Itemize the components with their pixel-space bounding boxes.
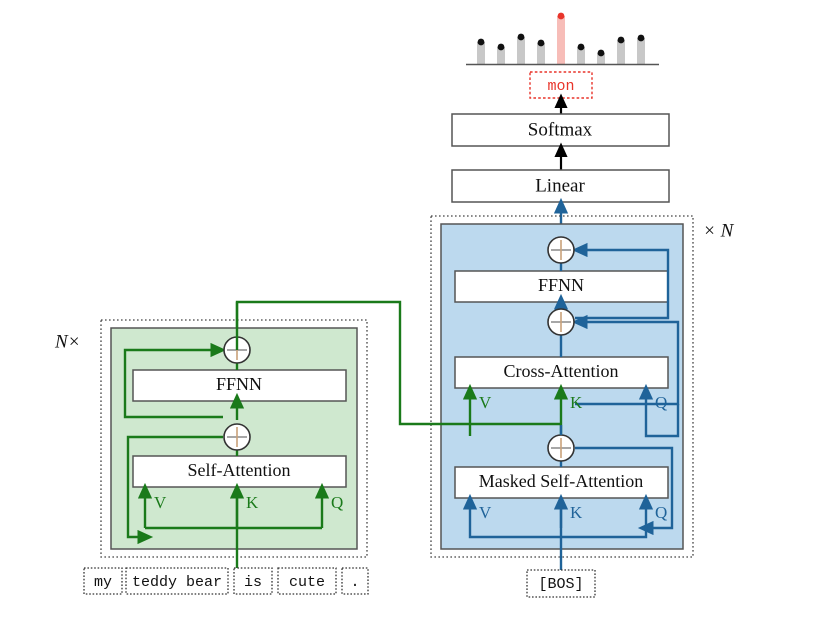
output-distribution-plot [466, 12, 659, 66]
masked-v-label: V [479, 503, 492, 522]
softmax-box [451, 113, 670, 147]
token-box[interactable] [341, 567, 369, 595]
stem-dot [577, 43, 585, 51]
token-bos[interactable]: [BOS] [526, 569, 596, 598]
stem-bar [477, 42, 485, 64]
encoder-v-label: V [154, 493, 167, 512]
cross-v-label: V [479, 393, 492, 412]
encoder-q-label: Q [331, 493, 343, 512]
decoder-residual-ffnn [571, 242, 670, 320]
decoder-repeat-label: × N [703, 220, 735, 241]
token-label: . [350, 574, 359, 591]
decoder-ffnn-label: FFNN [538, 275, 584, 295]
stem-bar [597, 53, 605, 64]
encoder-dotted-box [100, 319, 368, 558]
encoder-ffnn-label: FFNN [216, 374, 262, 394]
decoder-input-tokens: [BOS] [526, 569, 596, 598]
token-my[interactable]: my [83, 567, 123, 595]
decoder-cross-attention-label: Cross-Attention [504, 361, 619, 381]
stem-bars [477, 16, 645, 64]
decoder-add-bottom [547, 434, 575, 462]
token-box[interactable] [83, 567, 123, 595]
token-cute[interactable]: cute [277, 567, 337, 595]
stem-dot [637, 34, 645, 42]
decoder-dotted-box [430, 215, 694, 558]
decoder-masked-label: Masked Self-Attention [479, 471, 643, 491]
stem-dot [497, 43, 505, 51]
token-box[interactable] [125, 567, 229, 595]
linear-label: Linear [535, 175, 585, 196]
masked-k-label: K [570, 503, 583, 522]
token-box[interactable] [233, 567, 273, 595]
cross-q-label: Q [655, 393, 667, 412]
token-label: my [94, 574, 112, 591]
token-period[interactable]: . [341, 567, 369, 595]
encoder-self-attention-block: Self-Attention [132, 455, 347, 488]
masked-q-label: Q [655, 503, 667, 522]
stem-dot [537, 39, 545, 47]
stem-bar-selected [557, 16, 565, 64]
masked-qkv-bus [468, 528, 648, 539]
encoder-repeat-label: N× [54, 331, 81, 352]
token-box[interactable] [526, 569, 596, 598]
decoder-dotted-container [430, 215, 694, 558]
token-box[interactable] [277, 567, 337, 595]
decoder-ffnn-block: FFNN [454, 270, 669, 303]
stem-bar [577, 47, 585, 64]
linear-box [451, 169, 670, 203]
encoder-residual-selfattn [126, 435, 223, 545]
stem-bar [497, 47, 505, 64]
stem-dot [597, 49, 605, 57]
encoder-dotted-container [100, 319, 368, 558]
stem-dot-selected [557, 12, 565, 20]
decoder-masked-self-attention-block: Masked Self-Attention [454, 466, 669, 499]
stem-bar [537, 43, 545, 64]
encoder-add-bottom [223, 423, 251, 451]
token-is[interactable]: is [233, 567, 273, 595]
encoder-k-label: K [246, 493, 259, 512]
decoder-cross-attention-box [454, 356, 669, 389]
encoder-self-attention-label: Self-Attention [188, 460, 291, 480]
decoder-cross-attention-block: Cross-Attention [454, 356, 669, 389]
stem-bar [617, 40, 625, 64]
encoder-residual-ffnn [123, 342, 227, 419]
stem-dot [617, 36, 625, 44]
encoder-ffnn-block: FFNN [132, 369, 347, 402]
token-teddy-bear[interactable]: teddy bear [125, 567, 229, 595]
decoder-add-mid [547, 308, 575, 336]
cross-k-label: K [570, 393, 583, 412]
decoder-add-top [547, 236, 575, 264]
token-label: cute [289, 574, 325, 591]
token-label: teddy bear [132, 574, 222, 591]
decoder-residual-masked [575, 446, 674, 536]
stem-bar [517, 37, 525, 64]
softmax-block: Softmax [451, 113, 670, 147]
stem-bar [637, 38, 645, 64]
stem-dot [517, 33, 525, 41]
linear-block: Linear [451, 169, 670, 203]
token-label: [BOS] [538, 576, 583, 593]
encoder-self-attention-box [132, 455, 347, 488]
token-label: is [244, 574, 262, 591]
encoder-input-tokens: my teddy bear is cute . [83, 567, 369, 595]
stem-dot [477, 38, 485, 46]
predicted-token-label: mon [547, 78, 574, 95]
decoder-residual-cross [571, 314, 680, 406]
softmax-label: Softmax [528, 119, 593, 140]
cross-q-feed [644, 404, 680, 438]
stem-dots [477, 12, 645, 57]
predicted-token: mon [529, 71, 593, 99]
